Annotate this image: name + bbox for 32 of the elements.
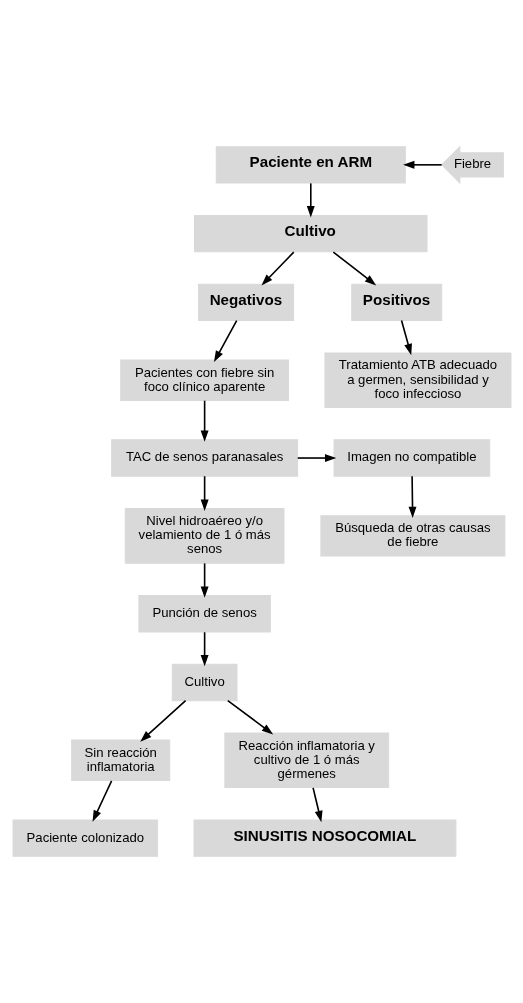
arrow <box>200 475 209 511</box>
arrow <box>139 699 186 742</box>
node-box: Negativos <box>197 283 294 322</box>
node-box: Tratamiento ATB adecuado a germen, sensibilidad y foco infeccioso <box>323 352 511 408</box>
arrow <box>408 475 416 519</box>
node-box: Sin reacción inflamatoria <box>70 739 170 782</box>
node-box: Paciente en ARM <box>215 146 406 184</box>
node-box: Cultivo <box>171 663 237 702</box>
node-box: Positivos <box>350 283 442 322</box>
node-box: Imagen no compatible <box>333 439 490 477</box>
arrow <box>200 399 209 442</box>
arrow <box>200 631 209 667</box>
arrow <box>306 182 315 218</box>
node-box: SINUSITIS NOSOCOMIAL <box>193 819 456 857</box>
node-box: Cultivo <box>193 214 428 253</box>
arrow <box>296 454 336 462</box>
node-box: TAC de senos paranasales <box>110 439 298 477</box>
arrow <box>226 699 273 735</box>
arrow <box>213 319 237 363</box>
node-box: Paciente colonizado <box>12 819 158 857</box>
arrow <box>332 251 376 286</box>
node-box: Nivel hidroaéreo y/o velamiento de 1 ó más senos <box>124 508 284 564</box>
arrow <box>92 780 112 822</box>
arrow <box>200 562 209 598</box>
arrow <box>402 160 442 169</box>
arrow <box>400 319 412 356</box>
node-box: Búsqueda de otras causas de fiebre <box>319 515 505 557</box>
arrow <box>311 787 323 823</box>
node-box: Punción de senos <box>137 595 271 633</box>
arrow <box>261 251 295 286</box>
node-box: Reacción inflamatoria y cultivo de 1 ó más gérmenes <box>223 732 389 789</box>
node-box: Pacientes con fiebre sin foco clínico aparente <box>119 359 289 401</box>
